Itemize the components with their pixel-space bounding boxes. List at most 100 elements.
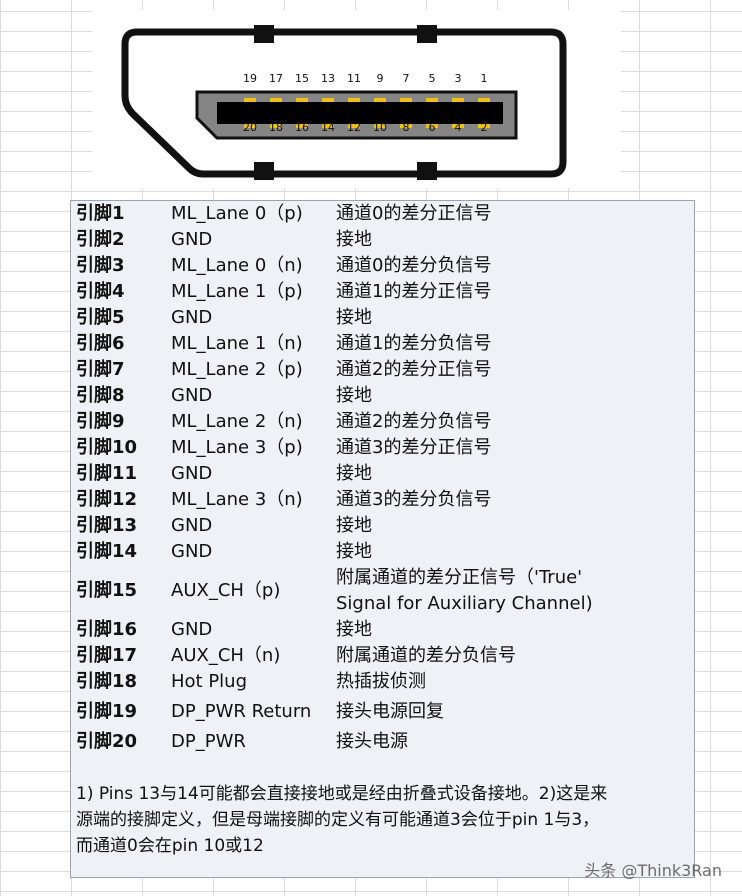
pin-row: 引脚12 ML_Lane 3（n) 通道3的差分负信号 [71,487,694,513]
pin-id: 引脚13 [76,515,138,536]
pin-contact-top [296,98,308,102]
pin-description-line: 通道0的差分负信号 [336,255,492,276]
pin-description: 接地 [336,383,372,409]
pin-signal: ML_Lane 2（p) [171,359,303,380]
pin-signal: DP_PWR [171,731,246,752]
pin-contact-bottom [452,124,464,128]
pin-number-bottom: 8 [403,121,410,134]
pin-number-top: 3 [455,72,462,85]
pin-contact-top [400,98,412,102]
pin-id: 引脚4 [76,281,125,302]
pin-row: 引脚15 AUX_CH（p) 附属通道的差分正信号（'True'Signal for… [71,565,694,617]
pin-number-bottom: 6 [429,121,436,134]
pin-number-bottom: 10 [373,121,387,134]
pin-contact-top [244,98,256,102]
pin-number-top: 1 [481,72,488,85]
pin-description: 热插拔侦测 [336,669,426,695]
pin-contact-top [478,98,490,102]
pin-description: 接头电源回复 [336,699,444,725]
pin-signal: ML_Lane 0（p) [171,203,303,224]
pin-row: 引脚8 GND 接地 [71,383,694,409]
pin-description-line: 热插拔侦测 [336,671,426,692]
pin-description-line: 接头电源回复 [336,701,444,722]
pin-number-bottom: 4 [455,121,462,134]
pin-description: 接地 [336,617,372,643]
footnote: 1) Pins 13与14可能都会直接接地或是经由折叠式设备接地。2)这是来源端… [76,781,688,859]
footnote-line: 而通道0会在pin 10或12 [76,836,264,856]
pin-signal: ML_Lane 2（n) [171,411,303,432]
pin-number-bottom: 14 [321,121,335,134]
pin-signal: ML_Lane 3（p) [171,437,303,458]
pin-description-line: 接地 [336,385,372,406]
pin-signal: ML_Lane 1（p) [171,281,303,302]
pin-description-line: 通道1的差分正信号 [336,281,492,302]
pin-number-top: 19 [243,72,257,85]
pin-number-bottom: 18 [269,121,283,134]
pin-number-top: 5 [429,72,436,85]
pin-contact-bottom [296,124,308,128]
pin-description: 通道2的差分正信号 [336,357,491,383]
pin-id: 引脚8 [76,385,125,406]
pin-description: 附属通道的差分正信号（'True'Signal for Auxiliary Ch… [336,565,593,617]
pin-id: 引脚15 [76,580,138,601]
pin-contact-top [426,98,438,102]
pin-description-line: 附属通道的差分负信号 [336,645,516,666]
pin-row: 引脚18 Hot Plug 热插拔侦测 [71,669,694,695]
pin-description: 接地 [336,461,372,487]
pin-id: 引脚12 [76,489,138,510]
pin-id: 引脚10 [76,437,138,458]
pin-id: 引脚19 [76,701,138,722]
pin-signal: GND [171,385,213,406]
bottom-notch-right [417,162,437,180]
pin-description-line: 通道2的差分负信号 [336,411,492,432]
pin-description: 接地 [336,539,372,565]
pin-signal: ML_Lane 0（n) [171,255,303,276]
pin-contact-top [374,98,386,102]
pin-description: 通道2的差分负信号 [336,409,491,435]
pin-number-top: 17 [269,72,283,85]
pin-id: 引脚5 [76,307,125,328]
pin-description: 通道1的差分负信号 [336,331,491,357]
pin-id: 引脚18 [76,671,138,692]
pin-signal: ML_Lane 1（n) [171,333,303,354]
pin-id: 引脚16 [76,619,138,640]
pin-row: 引脚4 ML_Lane 1（p) 通道1的差分正信号 [71,279,694,305]
pin-number-top: 13 [321,72,335,85]
pin-contact-top [322,98,334,102]
pin-id: 引脚7 [76,359,125,380]
pin-description-line: 接地 [336,463,372,484]
pin-number-top: 9 [377,72,384,85]
pin-number-bottom: 12 [347,121,361,134]
pin-description-line: 通道3的差分负信号 [336,489,492,510]
pin-contact-bottom [322,124,334,128]
pin-number-top: 7 [403,72,410,85]
pin-description-line: 接头电源 [336,731,408,752]
pin-description-line: 通道2的差分正信号 [336,359,492,380]
pin-signal: GND [171,619,213,640]
pin-id: 引脚11 [76,463,138,484]
pin-contact-bottom [270,124,282,128]
pin-description: 通道3的差分正信号 [336,435,491,461]
pin-signal: ML_Lane 3（n) [171,489,303,510]
pin-signal: Hot Plug [171,671,248,692]
pin-id: 引脚1 [76,203,125,224]
pin-contact-top [452,98,464,102]
pin-id: 引脚17 [76,645,138,666]
pin-signal: AUX_CH（p) [171,580,281,601]
pin-signal: GND [171,307,213,328]
pin-description-line: 附属通道的差分正信号（'True' [336,567,583,588]
footnote-line: 源端的接脚定义，但是母端接脚的定义有可能通道3会位于pin 1与3， [76,810,600,830]
pin-tongue [217,102,503,124]
pin-signal: GND [171,229,213,250]
pin-description-line: 通道3的差分正信号 [336,437,492,458]
pin-number-bottom: 2 [481,121,488,134]
pin-contact-bottom [426,124,438,128]
